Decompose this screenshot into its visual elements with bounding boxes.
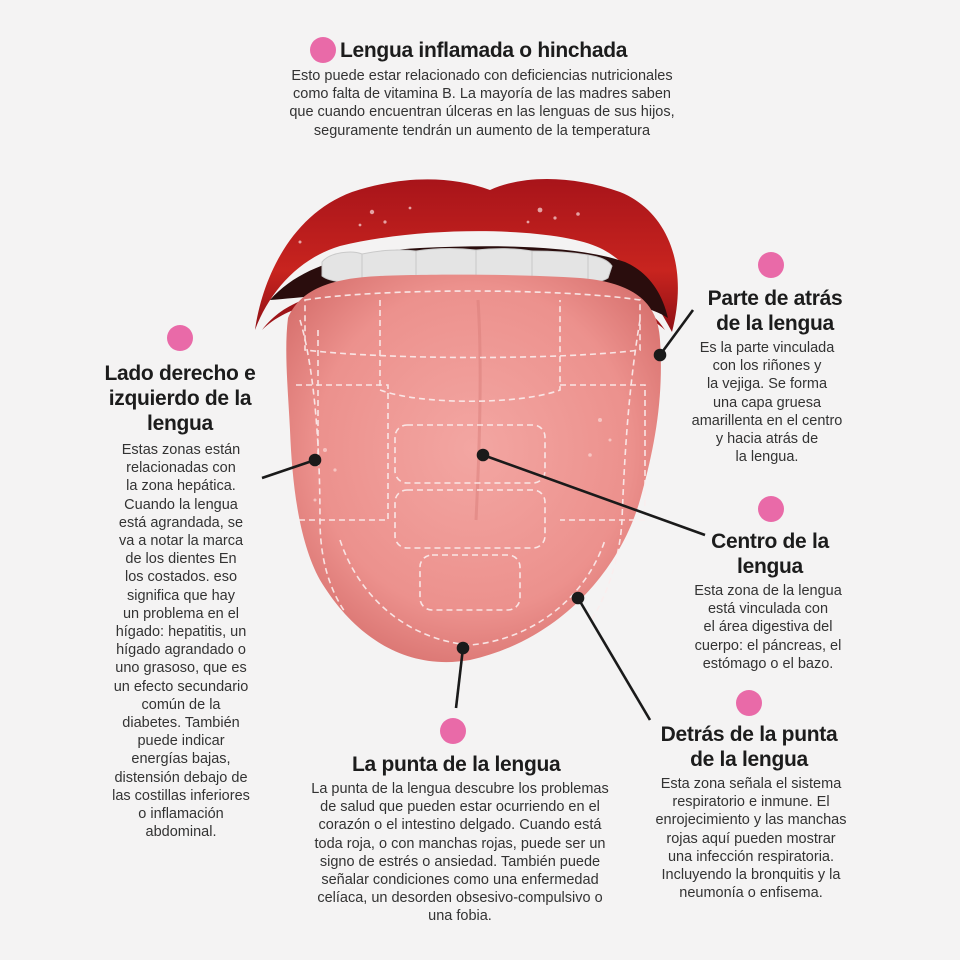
marker-sides: [167, 325, 193, 351]
text-back-of-tongue: Es la parte vinculada con los riñones y …: [691, 340, 843, 466]
marker-behind-tip: [736, 690, 762, 716]
text-behind-tip: Esta zona señala el sistema respiratorio…: [655, 776, 847, 902]
marker-back: [758, 252, 784, 278]
leader-lines: [261, 309, 706, 721]
title-behind-tip: Detrás de la punta de la lengua: [660, 723, 838, 771]
marker-swollen: [310, 37, 336, 63]
text-tongue-tip: La punta de la lengua descubre los probl…: [311, 781, 609, 925]
marker-center: [758, 496, 784, 522]
text-swollen-tongue: Esto puede estar relacionado con deficie…: [289, 68, 675, 139]
text-sides-of-tongue: Estas zonas están relacionadas con la zo…: [112, 442, 250, 841]
title-sides-of-tongue: Lado derecho e izquierdo de la lengua: [104, 362, 256, 435]
text-center-of-tongue: Esta zona de la lengua está vinculada co…: [694, 583, 842, 672]
upper-lip: [255, 178, 678, 332]
title-swollen-tongue: Lengua inflamada o hinchada: [340, 39, 628, 62]
tongue: [286, 274, 661, 663]
marker-tip: [440, 718, 466, 744]
title-tongue-tip: La punta de la lengua: [352, 753, 561, 776]
title-back-of-tongue: Parte de atrás de la lengua: [707, 287, 843, 335]
title-center-of-tongue: Centro de la lengua: [711, 530, 829, 578]
